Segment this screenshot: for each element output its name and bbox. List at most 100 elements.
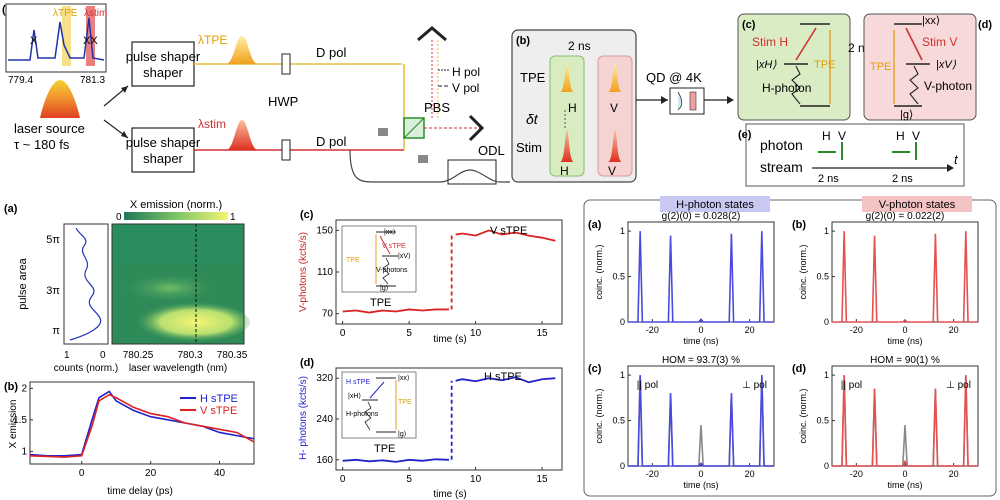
corr-d-label: (d) xyxy=(792,363,806,375)
spectrum-tick-left: 779.4 xyxy=(8,75,33,86)
beam-stage-2 xyxy=(418,155,428,163)
heatmap-xlabel: laser wavelength (nm) xyxy=(129,363,227,374)
corr-d-ytick-label: 0.5 xyxy=(816,416,829,426)
h-plot-xlabel: time (s) xyxy=(433,489,466,500)
corr-panel-c: (c)HOM = 93.7(3) %coinc. (norm.)time (ns… xyxy=(588,355,775,490)
delay-series-line xyxy=(29,393,255,458)
v-plot-xtick-label: 0 xyxy=(340,328,346,339)
corr-d-series-par xyxy=(832,375,978,467)
panel-b-stim: Stim xyxy=(516,140,542,155)
corr-d-ytick-label: 0 xyxy=(824,461,829,471)
v-plot-ylabel: V-photons (kcts/s) xyxy=(298,232,309,312)
panel-c-stim: Stim H xyxy=(752,35,788,49)
lambda-stim-label: λstim xyxy=(84,8,107,19)
corr-c-xtick-label: -20 xyxy=(646,469,659,479)
panel-b-h-column xyxy=(549,55,585,177)
corr-d-frame xyxy=(831,365,979,467)
corr-a-ytick-label: 1 xyxy=(620,226,625,236)
delay-xtick-label: 0 xyxy=(79,468,85,479)
heatmap-frame xyxy=(111,223,245,345)
panel-d-xv: |xV⟩ xyxy=(936,59,957,71)
corr-b-xtick-label: -20 xyxy=(850,325,863,335)
laser-pulse-width: τ ~ 180 fs xyxy=(14,137,70,152)
h-inset-stim: H sTPE xyxy=(346,379,370,386)
h-inset-xh: |xH⟩ xyxy=(348,392,361,400)
h-plot-tpe-label: TPE xyxy=(374,443,395,455)
spectrum-tick-right: 781.3 xyxy=(80,75,105,86)
panel-b-pulse-3 xyxy=(560,130,574,162)
h-inset-g: |g⟩ xyxy=(398,430,407,438)
corr-panel-b: (b)g(2)(0) = 0.022(2)coinc. (norm.)time … xyxy=(792,211,979,346)
h-plot-xtick-label: 10 xyxy=(470,474,482,485)
setup-schematic: (a) X XX λTPE λstim 779.4 781.3 laser so… xyxy=(2,3,992,187)
panel-d-emission-wave xyxy=(909,65,919,105)
corr-b-xtick-label: 20 xyxy=(949,325,959,335)
heatmap-hotspot-2 xyxy=(126,274,214,302)
delay-series-line xyxy=(29,390,255,457)
panel-e-d2: 2 ns xyxy=(892,173,913,185)
v-plot-ytick-label: 70 xyxy=(322,309,334,320)
panel-e-d1: 2 ns xyxy=(818,173,839,185)
side-xlabel: counts (norm.) xyxy=(54,363,118,374)
corr-c-par-label: || pol xyxy=(637,380,658,391)
h-plot-series-after xyxy=(455,376,556,384)
corr-a-frame xyxy=(627,221,775,323)
arrow-from-qd-head xyxy=(727,96,734,104)
beam-stage xyxy=(378,128,388,136)
corr-c-xlabel: time (ns) xyxy=(683,480,718,490)
h-pol-label: H pol xyxy=(452,65,480,79)
corr-c-ytick-label: 1 xyxy=(620,370,625,380)
corr-b-label: (b) xyxy=(792,219,806,231)
panel-e-h2: H xyxy=(896,129,905,143)
panel-e-v2: V xyxy=(912,129,920,143)
header-v: V-photon states xyxy=(879,199,956,211)
heatmap-panel: (a) X emission (norm.) 0 1 780.25 780.3 … xyxy=(4,199,250,374)
d-pol-bottom-label: D pol xyxy=(316,134,346,149)
corr-c-frame xyxy=(627,365,775,467)
fiber-path xyxy=(349,149,510,183)
peak-x-label: X xyxy=(30,35,38,47)
pulse-shaper-2-label: pulse shaper xyxy=(126,135,201,150)
polarizer-bottom xyxy=(281,139,291,161)
corr-b-frame xyxy=(831,221,979,323)
v-inset-photons: V-photons xyxy=(376,267,408,274)
v-inset-g: |g⟩ xyxy=(380,284,389,292)
panel-e-v1: V xyxy=(838,129,846,143)
panel-c-photon: H-photon xyxy=(762,81,811,95)
panel-b-v-bottom: V xyxy=(608,164,616,178)
corr-a-xtick-label: -20 xyxy=(646,325,659,335)
colorbar-title: X emission (norm.) xyxy=(130,199,222,211)
tpe-pulse-shape xyxy=(226,36,258,64)
h-inset-frame xyxy=(341,371,417,439)
colorbar xyxy=(124,212,228,220)
d-pol-top-label: D pol xyxy=(316,45,346,60)
corr-a-xlabel: time (ns) xyxy=(683,336,718,346)
panel-e-label: (e) xyxy=(738,129,752,141)
corr-b-ytick-label: 0.5 xyxy=(816,272,829,282)
delay-legend-h: H sTPE xyxy=(200,393,238,405)
delay-series-group xyxy=(29,390,255,458)
panel-b-v-column xyxy=(597,55,633,177)
panel-b-tpe: TPE xyxy=(520,70,546,85)
colorbar-max: 1 xyxy=(230,212,236,223)
header-v-bg xyxy=(862,196,972,212)
lambda-tpe-label: λTPE xyxy=(53,8,78,19)
v-pol-label: V pol xyxy=(452,81,479,95)
heatmap-xtick-0: 780.25 xyxy=(123,350,154,361)
h-plot-series-group xyxy=(342,376,556,463)
corr-panel-a: (a)g(2)(0) = 0.028(2)coinc. (norm.)time … xyxy=(588,211,775,346)
panel-d-photon: V-photon xyxy=(924,79,972,93)
laser-source-label: laser source xyxy=(14,121,85,136)
delay-panel-label: (b) xyxy=(4,381,18,393)
corr-b-title: g(2)(0) = 0.022(2) xyxy=(866,211,945,222)
corr-c-series-par xyxy=(628,375,774,467)
heatmap-hotspot xyxy=(130,302,250,342)
panel-c-tpe: TPE xyxy=(814,59,835,71)
panel-b-label: (b) xyxy=(516,35,530,47)
h-plot-ytick-label: 240 xyxy=(316,414,333,425)
h-photon-plot-panel: (d) H- photons (kcts/s) time (s) 3202401… xyxy=(298,357,563,500)
panel-e-box xyxy=(745,123,965,187)
h-plot-panel-label: (d) xyxy=(300,357,314,369)
